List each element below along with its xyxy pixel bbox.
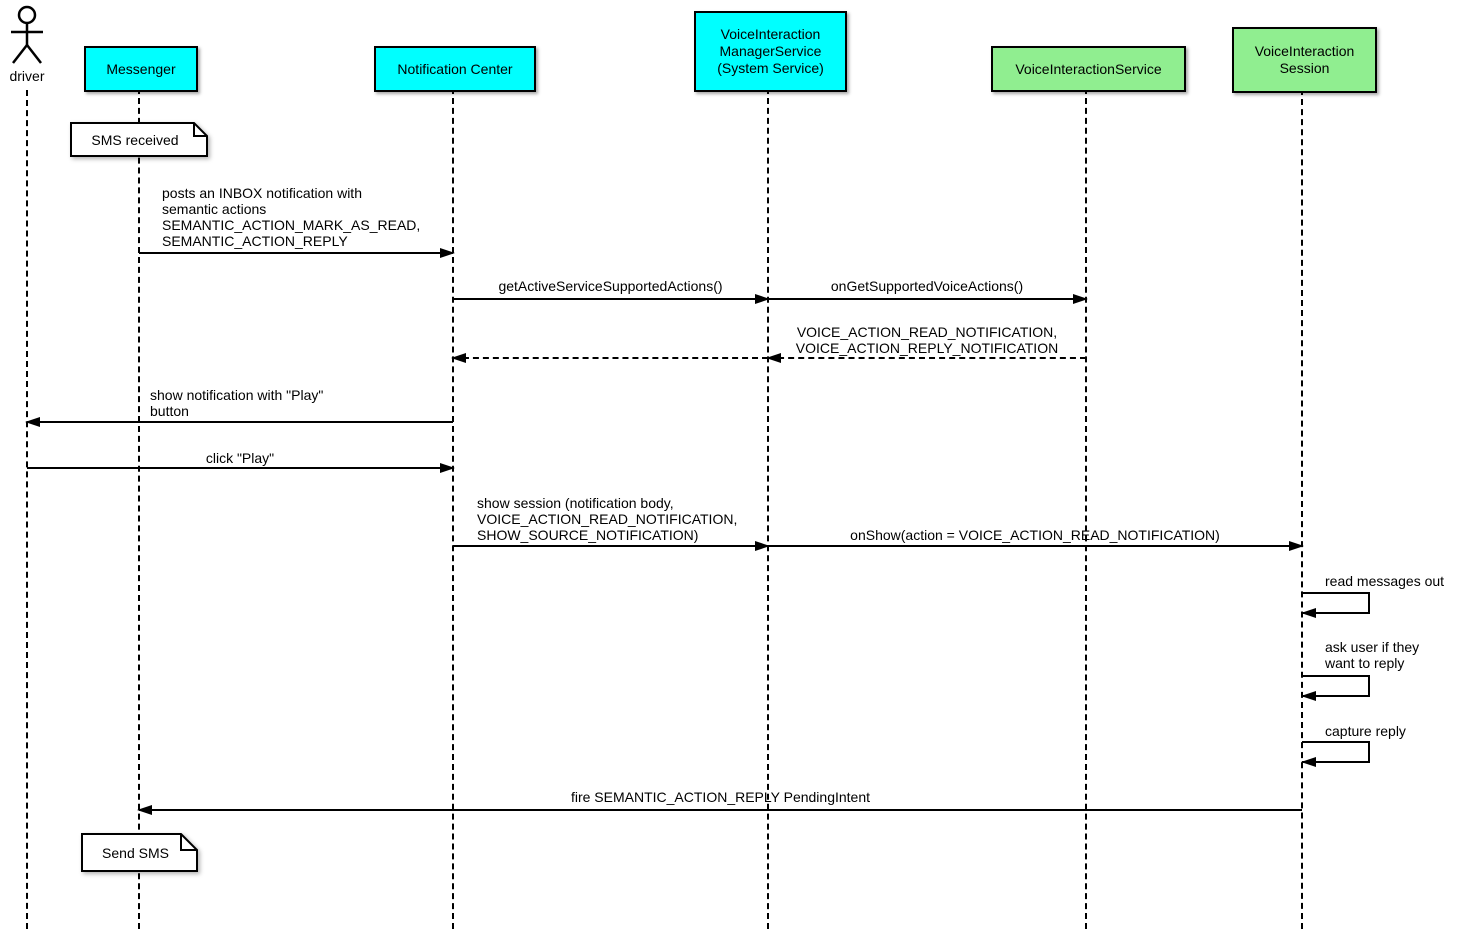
message-arrow-m4 xyxy=(766,353,1086,363)
message-selfloop-m12 xyxy=(1301,741,1370,767)
participant-voice-interaction-session-label: VoiceInteraction Session xyxy=(1254,43,1355,76)
arrowhead-icon xyxy=(755,541,770,551)
message-arrow-m1 xyxy=(139,248,455,258)
participant-voice-interaction-manager-service: VoiceInteraction ManagerService (System … xyxy=(694,11,847,92)
arrowhead-icon xyxy=(1073,294,1088,304)
arrowhead-icon xyxy=(1301,608,1316,618)
message-label-m12: capture reply xyxy=(1325,723,1406,739)
message-arrow-m3 xyxy=(768,294,1088,304)
arrowhead-icon xyxy=(440,463,455,473)
message-label-m4: VOICE_ACTION_READ_NOTIFICATION, VOICE_AC… xyxy=(795,324,1059,356)
message-selfloop-m10 xyxy=(1301,592,1370,618)
message-label-m10: read messages out xyxy=(1325,573,1445,589)
lifeline-messenger xyxy=(138,88,140,929)
arrowhead-icon xyxy=(451,353,466,363)
participant-voice-interaction-service: VoiceInteractionService xyxy=(991,46,1186,92)
lifeline-voice-interaction-manager-service xyxy=(767,88,769,929)
message-label-m11: ask user if they want to reply xyxy=(1325,639,1420,671)
message-label-m9: onShow(action = VOICE_ACTION_READ_NOTIFI… xyxy=(850,527,1220,543)
message-arrow-m7 xyxy=(27,463,455,473)
message-arrow-m2 xyxy=(453,294,770,304)
participant-voice-interaction-session: VoiceInteraction Session xyxy=(1232,27,1377,93)
note-send-sms-label: Send SMS xyxy=(102,844,169,861)
message-label-m2: getActiveServiceSupportedActions() xyxy=(498,278,723,294)
message-label-m8: show session (notification body, VOICE_A… xyxy=(477,495,738,543)
arrowhead-icon xyxy=(1301,757,1316,767)
message-arrow-m13 xyxy=(137,805,1302,815)
message-label-m13: fire SEMANTIC_ACTION_REPLY PendingIntent xyxy=(570,789,871,805)
message-arrow-m5 xyxy=(451,353,768,363)
message-arrow-m6 xyxy=(25,417,453,427)
arrowhead-icon xyxy=(440,248,455,258)
note-sms-received-label: SMS received xyxy=(91,131,179,148)
participant-voice-interaction-service-label: VoiceInteractionService xyxy=(1015,60,1162,77)
arrowhead-icon xyxy=(137,805,152,815)
lifeline-notification-center xyxy=(452,88,454,929)
message-label-m6: show notification with "Play" button xyxy=(150,387,324,419)
participant-notification-center-label: Notification Center xyxy=(397,60,513,77)
note-sms-received: SMS received xyxy=(70,122,208,157)
message-label-m1: posts an INBOX notification with semanti… xyxy=(162,185,421,249)
actor-driver-label: driver xyxy=(9,68,45,84)
note-send-sms: Send SMS xyxy=(81,833,198,872)
participant-voice-interaction-manager-service-label: VoiceInteraction ManagerService (System … xyxy=(717,26,824,76)
participant-messenger: Messenger xyxy=(84,46,198,92)
arrowhead-icon xyxy=(766,353,781,363)
lifeline-driver xyxy=(26,90,28,929)
message-selfloop-m11 xyxy=(1301,675,1370,701)
actor-driver-icon xyxy=(11,5,43,64)
arrowhead-icon xyxy=(1301,691,1316,701)
message-arrow-m9 xyxy=(768,541,1304,551)
lifeline-voice-interaction-service xyxy=(1085,88,1087,929)
arrowhead-icon xyxy=(25,417,40,427)
participant-messenger-label: Messenger xyxy=(106,60,176,77)
message-arrow-m8 xyxy=(453,541,770,551)
arrowhead-icon xyxy=(755,294,770,304)
arrowhead-icon xyxy=(1289,541,1304,551)
message-label-m7: click "Play" xyxy=(205,450,275,466)
lifeline-voice-interaction-session xyxy=(1301,89,1303,929)
participant-notification-center: Notification Center xyxy=(374,46,536,92)
message-label-m3: onGetSupportedVoiceActions() xyxy=(830,278,1024,294)
